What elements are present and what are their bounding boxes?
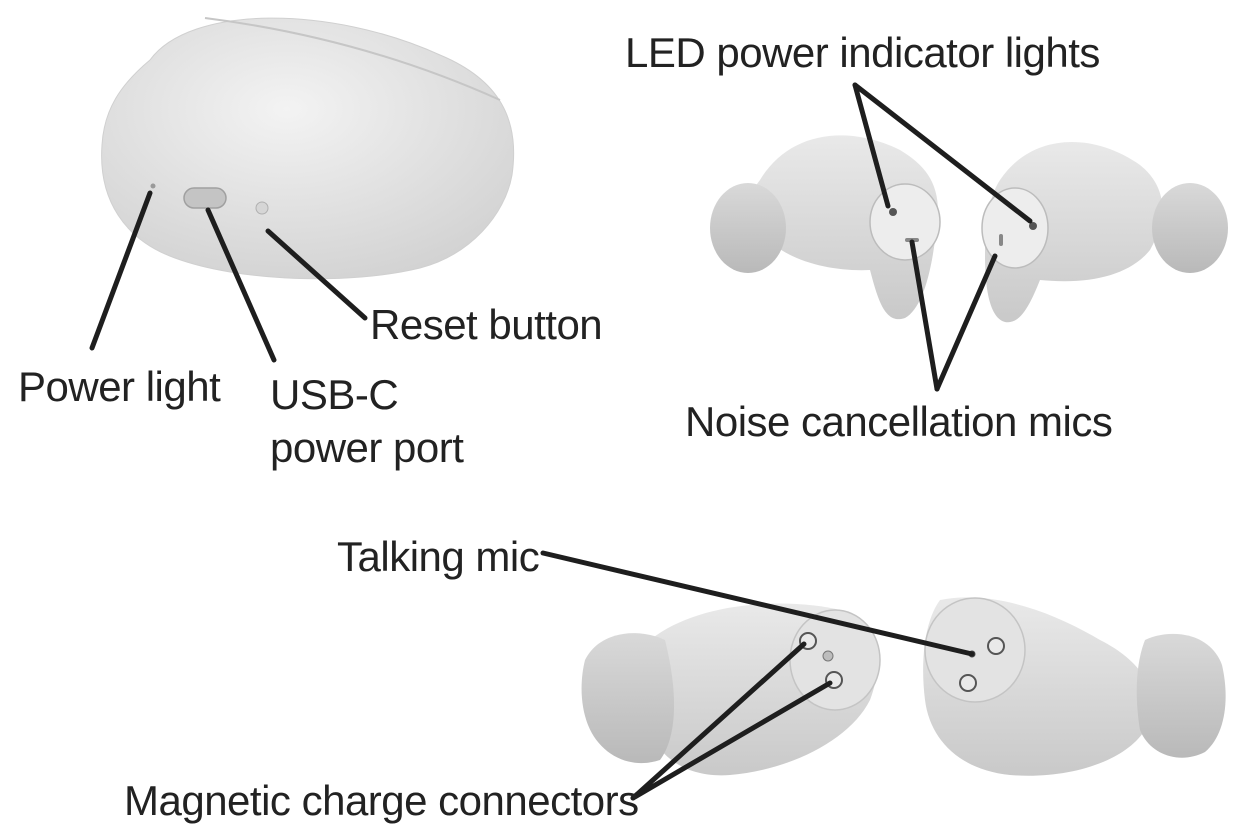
- label-led-indicators: LED power indicator lights: [625, 29, 1100, 76]
- leader-charge-2: [630, 680, 833, 801]
- led-indicator-right: [1029, 222, 1037, 230]
- label-talking-mic: Talking mic: [337, 533, 540, 580]
- earbud-top-right: [981, 142, 1228, 323]
- label-usb-c-line1: USB-C: [270, 371, 399, 418]
- reset-button-hole: [255, 201, 269, 215]
- leader-led-left: [852, 82, 891, 209]
- leader-power-light: [89, 190, 153, 351]
- led-indicator-left: [889, 208, 897, 216]
- label-power-light: Power light: [18, 363, 221, 410]
- label-charge-connectors: Magnetic charge connectors: [124, 777, 639, 824]
- noise-mic-right: [999, 234, 1003, 246]
- leader-charge-1: [630, 641, 807, 801]
- earbud-top-left: [710, 135, 941, 320]
- leader-led-right: [852, 82, 1033, 224]
- charge-connector-right-1: [987, 637, 1005, 655]
- leader-talking-mic: [540, 550, 975, 657]
- earbud-bottom-left: [581, 603, 881, 776]
- leader-lines: [89, 82, 1033, 801]
- usb-c-port: [183, 187, 227, 209]
- leader-usb-c: [205, 207, 277, 363]
- label-noise-mics: Noise cancellation mics: [685, 398, 1113, 445]
- charging-case: [101, 17, 515, 280]
- case-power-light-dot: [150, 183, 156, 189]
- charge-connector-right-2: [959, 674, 977, 692]
- leader-noise-right: [934, 253, 998, 392]
- label-usb-c-line2: power port: [270, 424, 464, 471]
- leader-reset: [265, 228, 368, 321]
- leader-noise-left: [909, 239, 940, 392]
- label-reset-button: Reset button: [370, 301, 603, 348]
- earbud-bottom-right: [923, 597, 1226, 776]
